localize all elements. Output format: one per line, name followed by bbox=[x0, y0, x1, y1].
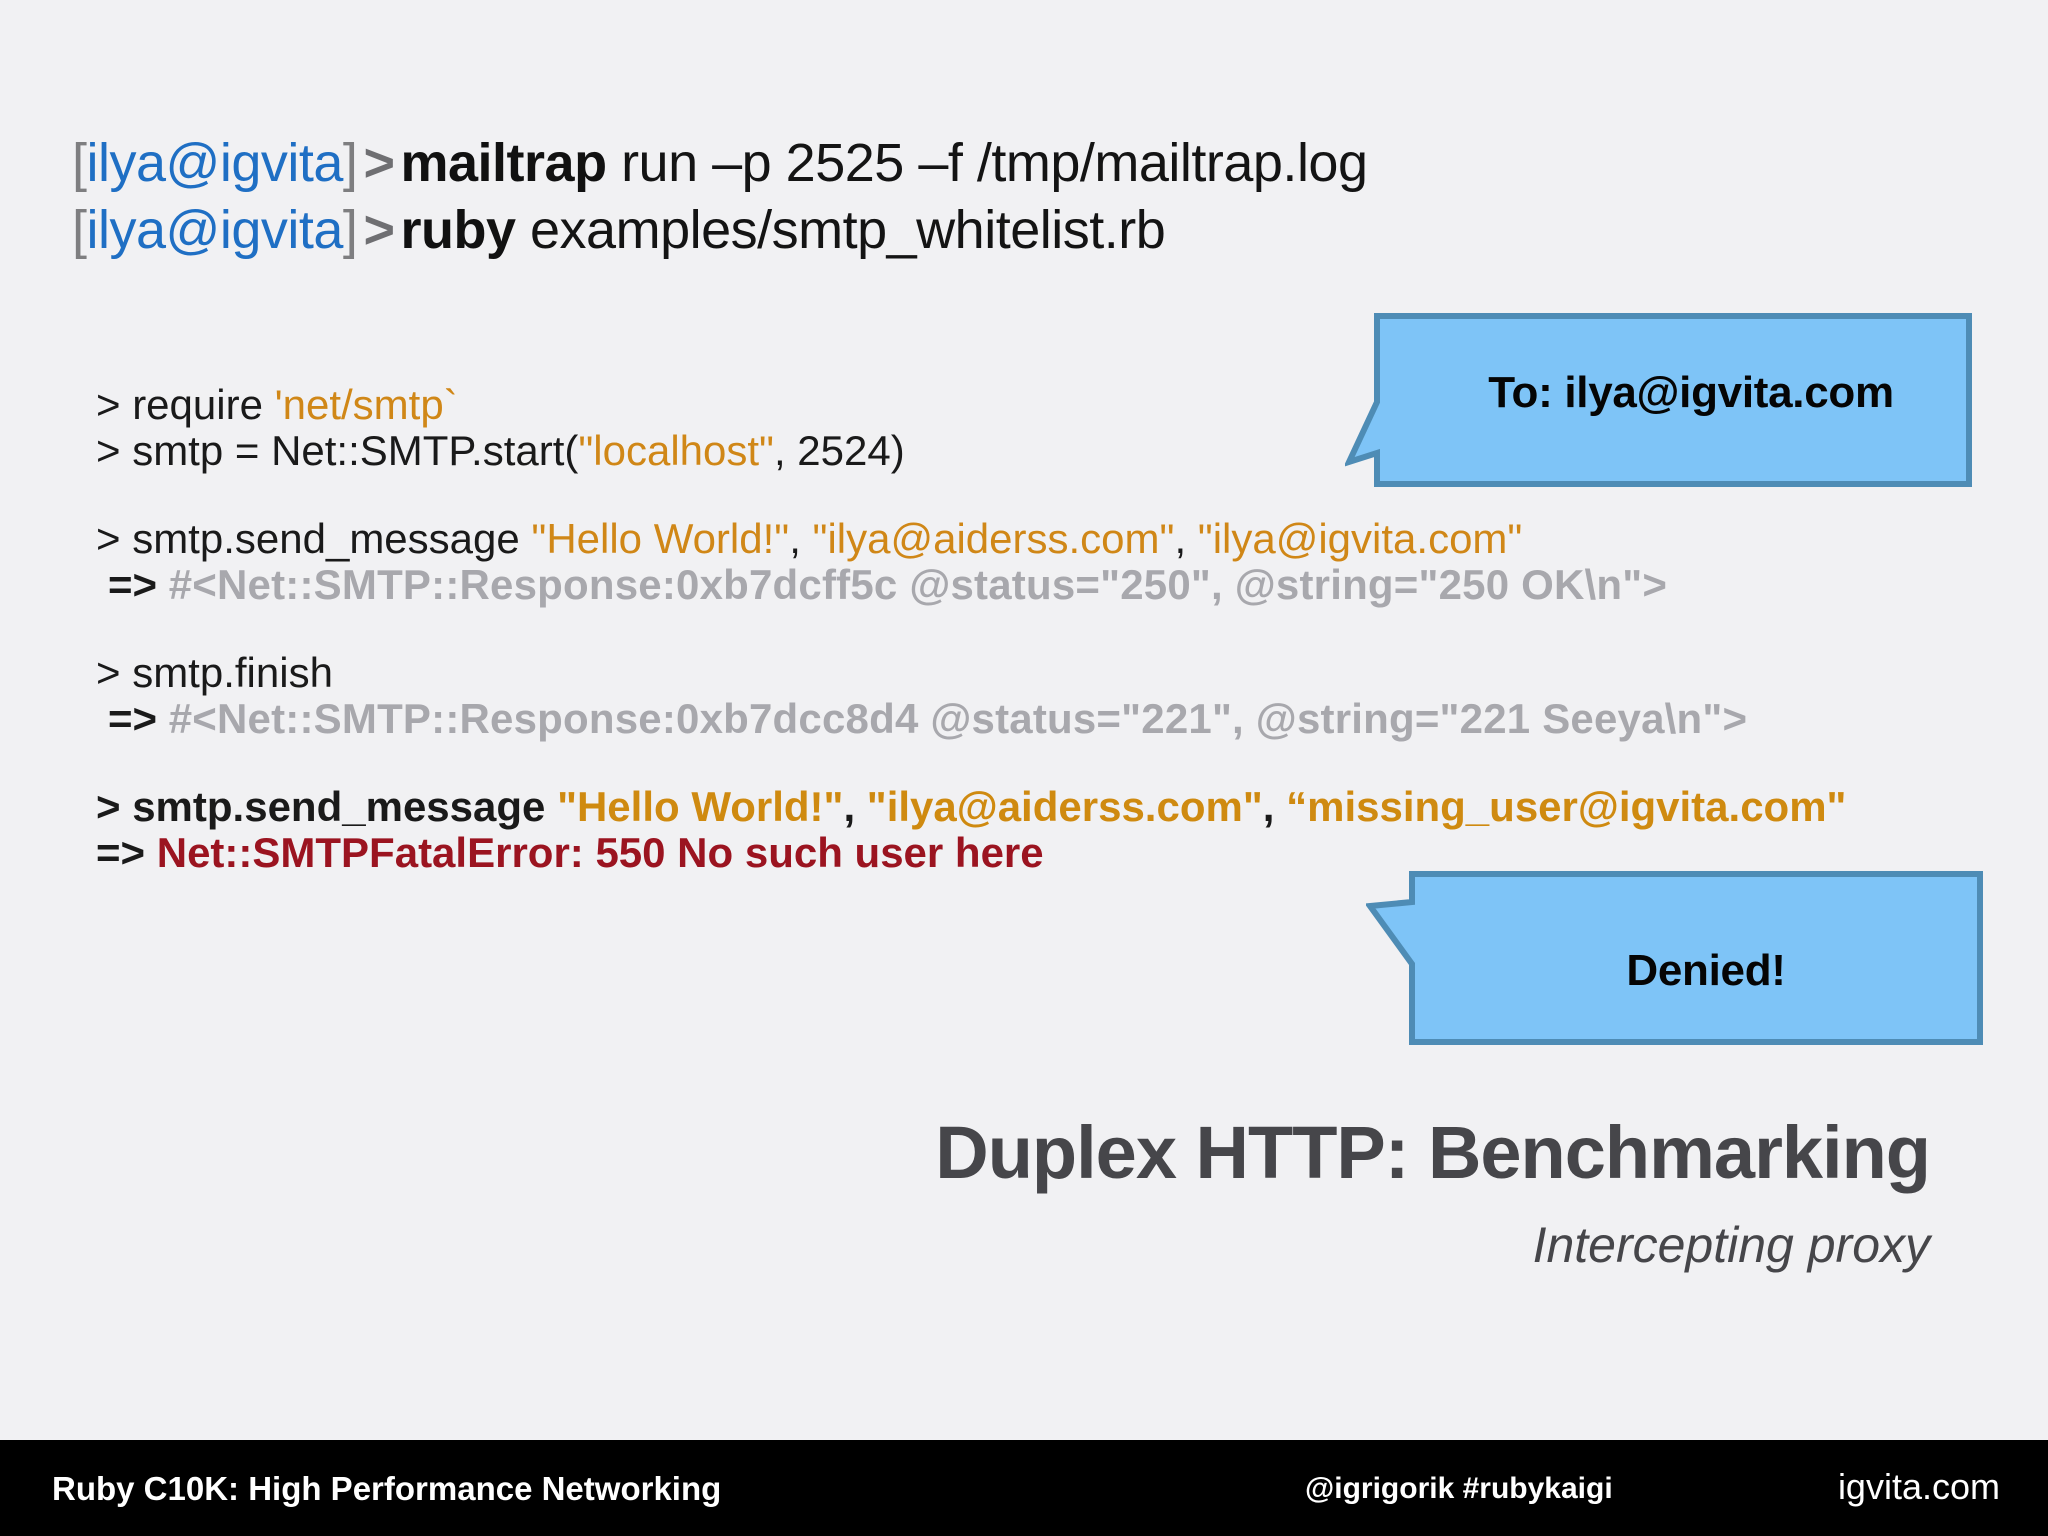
console-send-body: "Hello World!" bbox=[557, 783, 844, 830]
callout-bubble-shape bbox=[1366, 871, 1983, 1045]
console-line-send-ok: > smtp.send_message "Hello World!", "ily… bbox=[96, 516, 1846, 562]
console-response-221: #<Net::SMTP::Response:0xb7dcc8d4 @status… bbox=[168, 695, 1748, 742]
prompt-chevron-icon: > bbox=[363, 133, 395, 193]
prompt-bracket-close: ] bbox=[342, 133, 358, 193]
prompt-bracket-close: ] bbox=[342, 200, 358, 260]
callout-to-label: To: ilya@igvita.com bbox=[1488, 368, 1894, 417]
console-transcript: > require 'net/smtp` > smtp = Net::SMTP.… bbox=[96, 382, 1846, 876]
slide-title: Duplex HTTP: Benchmarking bbox=[935, 1111, 1931, 1194]
console-spacer bbox=[96, 608, 1846, 650]
console-send-to: "ilya@igvita.com" bbox=[1197, 515, 1523, 562]
console-require-string: 'net/smtp` bbox=[274, 381, 458, 428]
console-require-prefix: > require bbox=[96, 381, 275, 428]
callout-denied-label: Denied! bbox=[1626, 946, 1786, 995]
footer-talk-title: Ruby C10K: High Performance Networking bbox=[52, 1470, 722, 1507]
slide-subtitle: Intercepting proxy bbox=[1532, 1217, 1930, 1273]
console-send-comma: , bbox=[1262, 783, 1287, 830]
console-line-error: => Net::SMTPFatalError: 550 No such user… bbox=[96, 830, 1846, 876]
console-start-host: "localhost" bbox=[578, 427, 774, 474]
console-line-response-250: => #<Net::SMTP::Response:0xb7dcff5c @sta… bbox=[96, 562, 1846, 608]
callout-bubble-shape bbox=[1345, 313, 1972, 487]
console-finish-text: > smtp.finish bbox=[96, 649, 333, 696]
footer-site: igvita.com bbox=[1837, 1466, 2000, 1507]
prompt-user: ilya@igvita bbox=[86, 200, 344, 260]
prompt-user: ilya@igvita bbox=[86, 133, 344, 193]
console-line-start: > smtp = Net::SMTP.start("localhost", 25… bbox=[96, 428, 1846, 474]
console-send-prefix: > smtp.send_message bbox=[96, 515, 532, 562]
prompt-args: run –p 2525 –f /tmp/mailtrap.log bbox=[606, 133, 1368, 193]
footer-handle: @igrigorik #rubykaigi bbox=[1305, 1472, 1613, 1505]
console-send-prefix: > smtp.send_message bbox=[96, 783, 558, 830]
prompt-line-ruby: [ilya@igvita]>ruby examples/smtp_whiteli… bbox=[72, 197, 1368, 264]
prompt-args: examples/smtp_whitelist.rb bbox=[515, 200, 1166, 260]
console-send-comma: , bbox=[789, 515, 813, 562]
console-line-require: > require 'net/smtp` bbox=[96, 382, 1846, 428]
prompt-command: ruby bbox=[400, 200, 516, 260]
console-send-body: "Hello World!" bbox=[531, 515, 790, 562]
prompt-bracket-open: [ bbox=[72, 133, 87, 193]
prompt-chevron-icon: > bbox=[363, 200, 395, 260]
console-start-suffix: , 2524) bbox=[773, 427, 905, 474]
callout-denied: Denied! bbox=[1366, 868, 1986, 1048]
console-start-prefix: > smtp = Net::SMTP.start( bbox=[96, 427, 579, 474]
console-spacer bbox=[96, 742, 1846, 784]
console-response-250: #<Net::SMTP::Response:0xb7dcff5c @status… bbox=[168, 561, 1668, 608]
console-error-message: Net::SMTPFatalError: 550 No such user he… bbox=[156, 829, 1044, 876]
console-send-missing-user: “missing_user@igvita.com" bbox=[1286, 783, 1847, 830]
console-send-from: "ilya@aiderss.com" bbox=[812, 515, 1175, 562]
terminal-prompt-block: [ilya@igvita]>mailtrap run –p 2525 –f /t… bbox=[72, 130, 1368, 264]
prompt-line-mailtrap: [ilya@igvita]>mailtrap run –p 2525 –f /t… bbox=[72, 130, 1368, 197]
console-line-response-221: => #<Net::SMTP::Response:0xb7dcc8d4 @sta… bbox=[96, 696, 1846, 742]
console-response-arrow: => bbox=[108, 561, 169, 608]
footer-bar: Ruby C10K: High Performance Networking @… bbox=[0, 1440, 2048, 1536]
console-send-from: "ilya@aiderss.com" bbox=[866, 783, 1263, 830]
console-error-arrow: => bbox=[96, 829, 157, 876]
console-line-send-denied: > smtp.send_message "Hello World!", "ily… bbox=[96, 784, 1846, 830]
prompt-bracket-open: [ bbox=[72, 200, 87, 260]
console-send-comma: , bbox=[843, 783, 867, 830]
callout-to-address: To: ilya@igvita.com bbox=[1345, 310, 1975, 490]
console-send-comma: , bbox=[1174, 515, 1198, 562]
console-line-finish: > smtp.finish bbox=[96, 650, 1846, 696]
prompt-command: mailtrap bbox=[400, 133, 607, 193]
console-response-arrow: => bbox=[108, 695, 169, 742]
